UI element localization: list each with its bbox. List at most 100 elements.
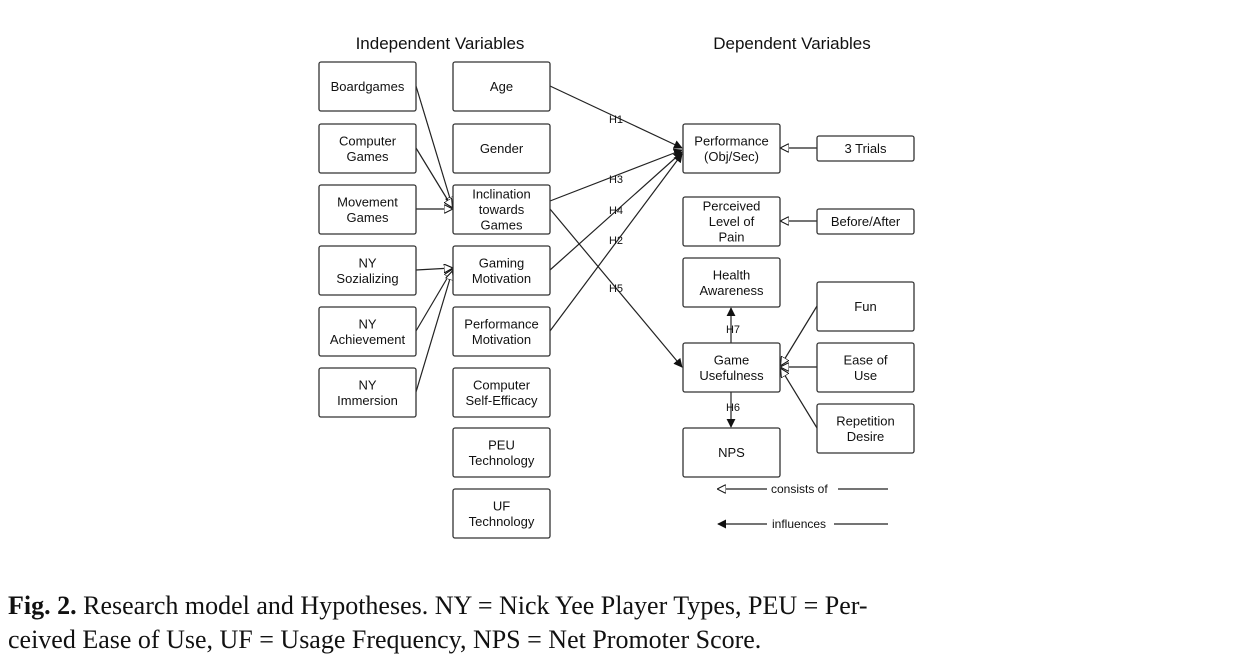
node-label-peu-technology-line-2: Technology: [469, 453, 535, 468]
node-label-age-line-1: Age: [490, 79, 513, 94]
node-label-performance-motivation-line-1: Performance: [464, 316, 538, 331]
edge-boardgames-to-inclination: [415, 85, 452, 205]
node-box-ny-achievement: [318, 306, 417, 357]
node-box-repetition-desire: [816, 403, 915, 454]
node-label-health-awareness-line-2: Awareness: [699, 283, 764, 298]
edge-computer-games-to-inclination: [415, 147, 452, 207]
node-box-computer-games: [318, 123, 417, 174]
edges-layer: [415, 85, 818, 429]
edge-repetition-desire-to-game-usefulness: [781, 369, 818, 429]
node-label-computer-games-line-2: Games: [347, 149, 389, 164]
node-trials: 3 Trials: [816, 135, 915, 162]
node-label-uf-technology-line-2: Technology: [469, 514, 535, 529]
node-label-ease-of-use-line-1: Ease of: [843, 352, 887, 367]
edge-h5-inclination-to-game-usefulness: [549, 208, 683, 368]
node-label-movement-games-line-2: Games: [347, 210, 389, 225]
node-label-ny-achievement-line-2: Achievement: [330, 332, 406, 347]
hypothesis-label-h2: H2: [609, 235, 623, 247]
node-box-fun: [816, 281, 915, 332]
node-label-performance-motivation-line-2: Motivation: [472, 332, 531, 347]
hypothesis-label-h7: H7: [726, 324, 740, 336]
caption-label: Fig. 2.: [8, 591, 77, 620]
hypothesis-label-h3: H3: [609, 174, 623, 186]
nodes-layer: BoardgamesComputerGamesMovementGamesNYSo…: [318, 61, 915, 539]
legend: consists of influences: [717, 482, 888, 531]
legend-consists-of-label: consists of: [771, 482, 828, 496]
hypothesis-label-h5: H5: [609, 283, 623, 295]
node-label-fun-line-1: Fun: [854, 299, 876, 314]
node-boardgames: Boardgames: [318, 61, 417, 112]
node-label-inclination-line-3: Games: [481, 218, 523, 233]
node-box-peu-technology: [452, 427, 551, 478]
node-label-ny-sozializing-line-2: Sozializing: [336, 271, 398, 286]
node-label-ease-of-use-line-2: Use: [854, 368, 877, 383]
edge-h1-age-to-performance: [549, 85, 683, 149]
node-label-computer-games-line-1: Computer: [339, 133, 397, 148]
hypothesis-label-h1: H1: [609, 114, 623, 126]
caption-line-1: Research model and Hypotheses. NY = Nick…: [83, 591, 868, 620]
node-box-before-after: [816, 208, 915, 235]
node-label-computer-self-efficacy-line-1: Computer: [473, 377, 531, 392]
node-age: Age: [452, 61, 551, 112]
node-nps: NPS: [682, 427, 781, 478]
node-label-gaming-motivation-line-1: Gaming: [479, 255, 525, 270]
node-box-performance: [682, 123, 781, 174]
edge-ny-achievement-to-gaming-motivation: [415, 270, 452, 332]
node-performance: Performance(Obj/Sec): [682, 123, 781, 174]
node-box-computer-self-efficacy: [452, 367, 551, 418]
node-label-gender-line-1: Gender: [480, 141, 524, 156]
edge-ny-sozializing-to-gaming-motivation: [415, 268, 452, 270]
node-label-nps-line-1: NPS: [718, 445, 745, 460]
node-box-nps: [682, 427, 781, 478]
node-label-health-awareness-line-1: Health: [713, 267, 751, 282]
hypothesis-label-h4: H4: [609, 205, 623, 217]
figure-caption: Fig. 2. Research model and Hypotheses. N…: [8, 589, 1236, 657]
node-label-boardgames-line-1: Boardgames: [331, 79, 405, 94]
hypothesis-label-h6: H6: [726, 402, 740, 414]
node-label-pain-line-3: Pain: [718, 230, 744, 245]
node-fun: Fun: [816, 281, 915, 332]
node-label-game-usefulness-line-2: Usefulness: [699, 368, 764, 383]
node-label-ny-immersion-line-1: NY: [358, 377, 376, 392]
node-label-pain-line-1: Perceived: [703, 199, 761, 214]
node-box-trials: [816, 135, 915, 162]
node-gender: Gender: [452, 123, 551, 174]
node-box-age: [452, 61, 551, 112]
node-before-after: Before/After: [816, 208, 915, 235]
node-label-gaming-motivation-line-2: Motivation: [472, 271, 531, 286]
node-label-performance-line-1: Performance: [694, 133, 768, 148]
edge-h3-inclination-to-performance: [549, 148, 683, 202]
node-box-gender: [452, 123, 551, 174]
node-label-pain-line-2: Level of: [709, 214, 755, 229]
hypothesis-labels: H1 H3 H4 H2 H5 H7 H6: [609, 114, 740, 414]
node-box-gaming-motivation: [452, 245, 551, 296]
node-box-performance-motivation: [452, 306, 551, 357]
node-label-performance-line-2: (Obj/Sec): [704, 149, 759, 164]
node-label-ny-immersion-line-2: Immersion: [337, 393, 398, 408]
edge-h4-gaming-motivation-to-performance: [549, 151, 683, 271]
node-box-pain: [682, 196, 781, 247]
node-label-repetition-desire-line-2: Desire: [847, 429, 885, 444]
node-box-game-usefulness: [682, 342, 781, 393]
dependent-variables-header: Dependent Variables: [713, 34, 871, 53]
node-label-inclination-line-1: Inclination: [472, 187, 531, 202]
node-box-ny-immersion: [318, 367, 417, 418]
legend-influences-label: influences: [772, 517, 826, 531]
node-label-peu-technology-line-1: PEU: [488, 437, 515, 452]
node-label-ny-sozializing-line-1: NY: [358, 255, 376, 270]
